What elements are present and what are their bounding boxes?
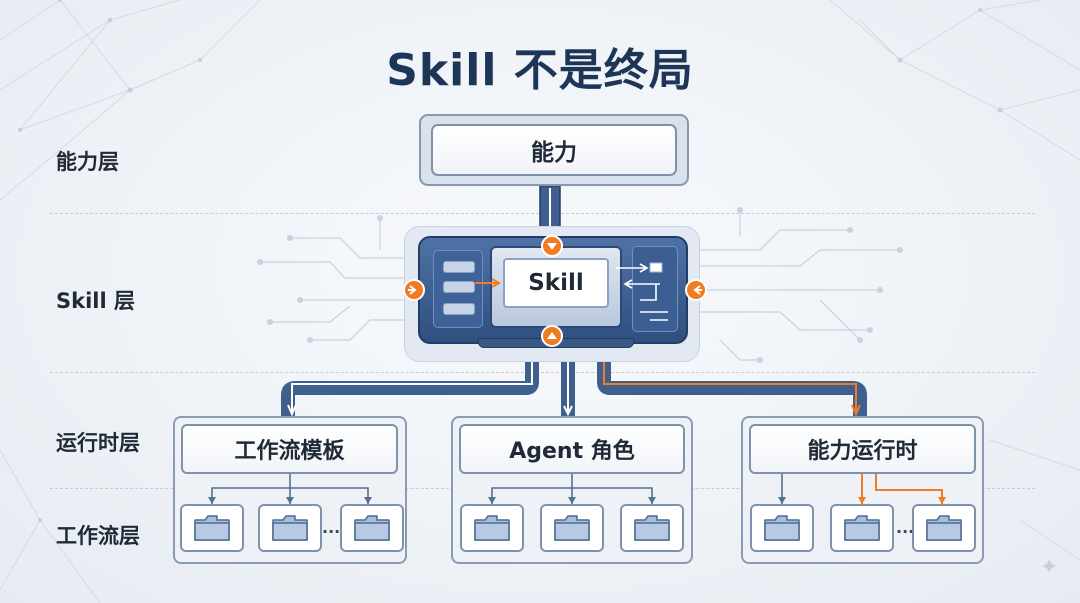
folder-icon <box>635 516 669 540</box>
folder-icon <box>195 516 229 540</box>
sparkle-icon: ✦ <box>1040 555 1058 580</box>
folder-icon <box>273 516 307 540</box>
folder-icon <box>927 516 961 540</box>
folder-icon <box>555 516 589 540</box>
folder-icon <box>355 516 389 540</box>
folder-icon <box>475 516 509 540</box>
folder-icon <box>845 516 879 540</box>
folder-icon <box>765 516 799 540</box>
